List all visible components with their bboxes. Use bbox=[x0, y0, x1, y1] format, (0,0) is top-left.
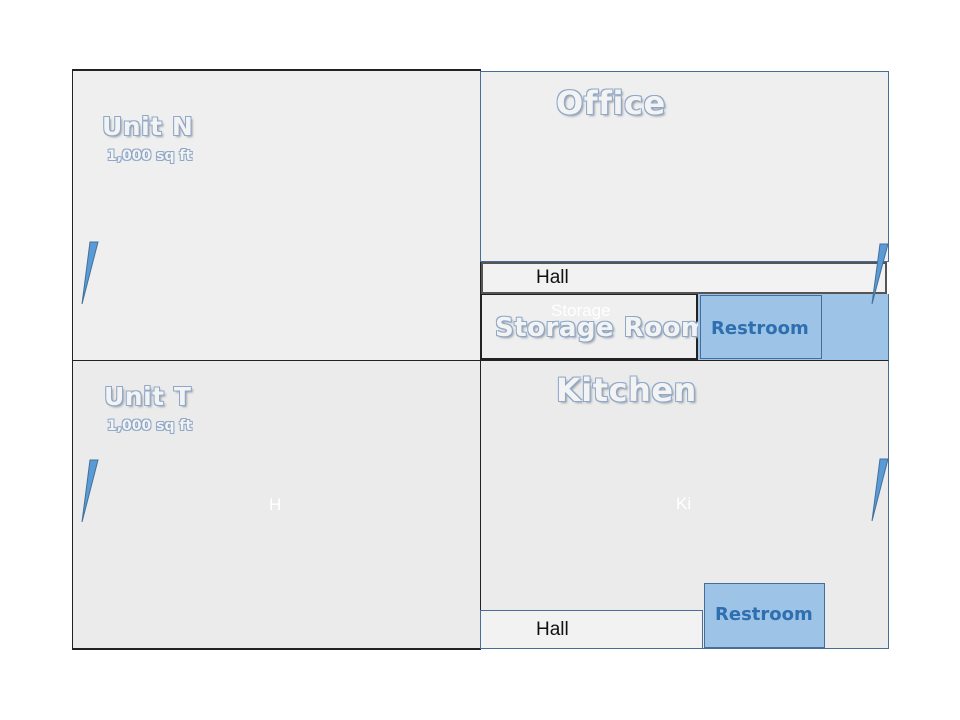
kitchen-title: Kitchen bbox=[556, 371, 697, 409]
door-icon bbox=[871, 458, 889, 522]
storage-faint-label: Storage bbox=[551, 301, 611, 320]
hall-upper bbox=[481, 262, 887, 294]
restroom-upper-label: Restroom bbox=[711, 318, 809, 339]
hall-lower-label: Hall bbox=[536, 619, 569, 640]
storage-room-title: Storage Room bbox=[495, 313, 709, 343]
unit-t-room bbox=[72, 360, 481, 650]
unit-t-faint-label: H bbox=[269, 495, 282, 514]
unit-n-area: 1,000 sq ft bbox=[107, 148, 193, 164]
door-icon bbox=[871, 243, 889, 305]
office-room bbox=[480, 71, 889, 262]
hall-upper-label: Hall bbox=[536, 267, 569, 288]
restroom-lower bbox=[704, 583, 825, 648]
unit-t-area: 1,000 sq ft bbox=[107, 418, 193, 434]
unit-n-title: Unit N bbox=[102, 112, 194, 141]
hall-lower bbox=[480, 610, 703, 649]
door-icon bbox=[81, 459, 99, 523]
kitchen-faint-label: Ki bbox=[676, 494, 692, 513]
restroom-upper bbox=[700, 295, 822, 359]
unit-n-room bbox=[72, 69, 481, 361]
unit-t-title: Unit T bbox=[104, 382, 192, 411]
door-icon bbox=[81, 241, 99, 305]
restroom-lower-label: Restroom bbox=[715, 604, 813, 625]
office-title: Office bbox=[556, 84, 666, 122]
storage-room bbox=[481, 294, 698, 360]
